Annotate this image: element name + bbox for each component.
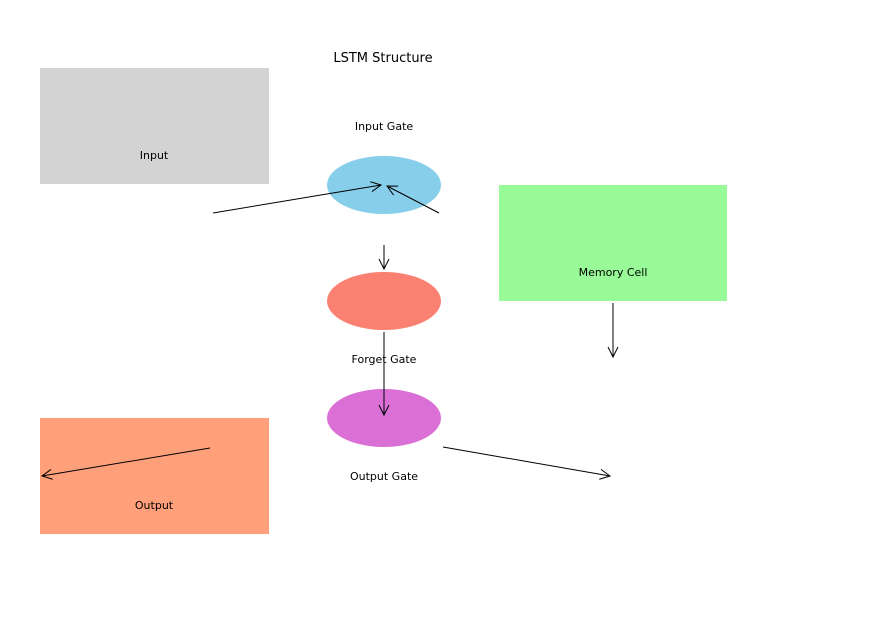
forget-gate-ellipse [327, 272, 441, 330]
memory-cell-box [499, 185, 727, 301]
arrow-input-to-input-gate [212, 185, 381, 214]
input-gate-label: Input Gate [355, 120, 414, 133]
input-box [40, 68, 269, 184]
arrow-memory-to-input-gate [387, 186, 440, 214]
output-gate-label: Output Gate [350, 470, 418, 483]
arrow-output-gate-to-right [442, 446, 610, 476]
output-label: Output [135, 499, 174, 512]
output-box [40, 418, 269, 534]
arrow-to-output [42, 447, 211, 476]
output-gate-ellipse [327, 389, 441, 447]
diagram-title: LSTM Structure [333, 51, 432, 66]
memory-cell-label: Memory Cell [579, 266, 648, 279]
input-label: Input [140, 149, 169, 162]
